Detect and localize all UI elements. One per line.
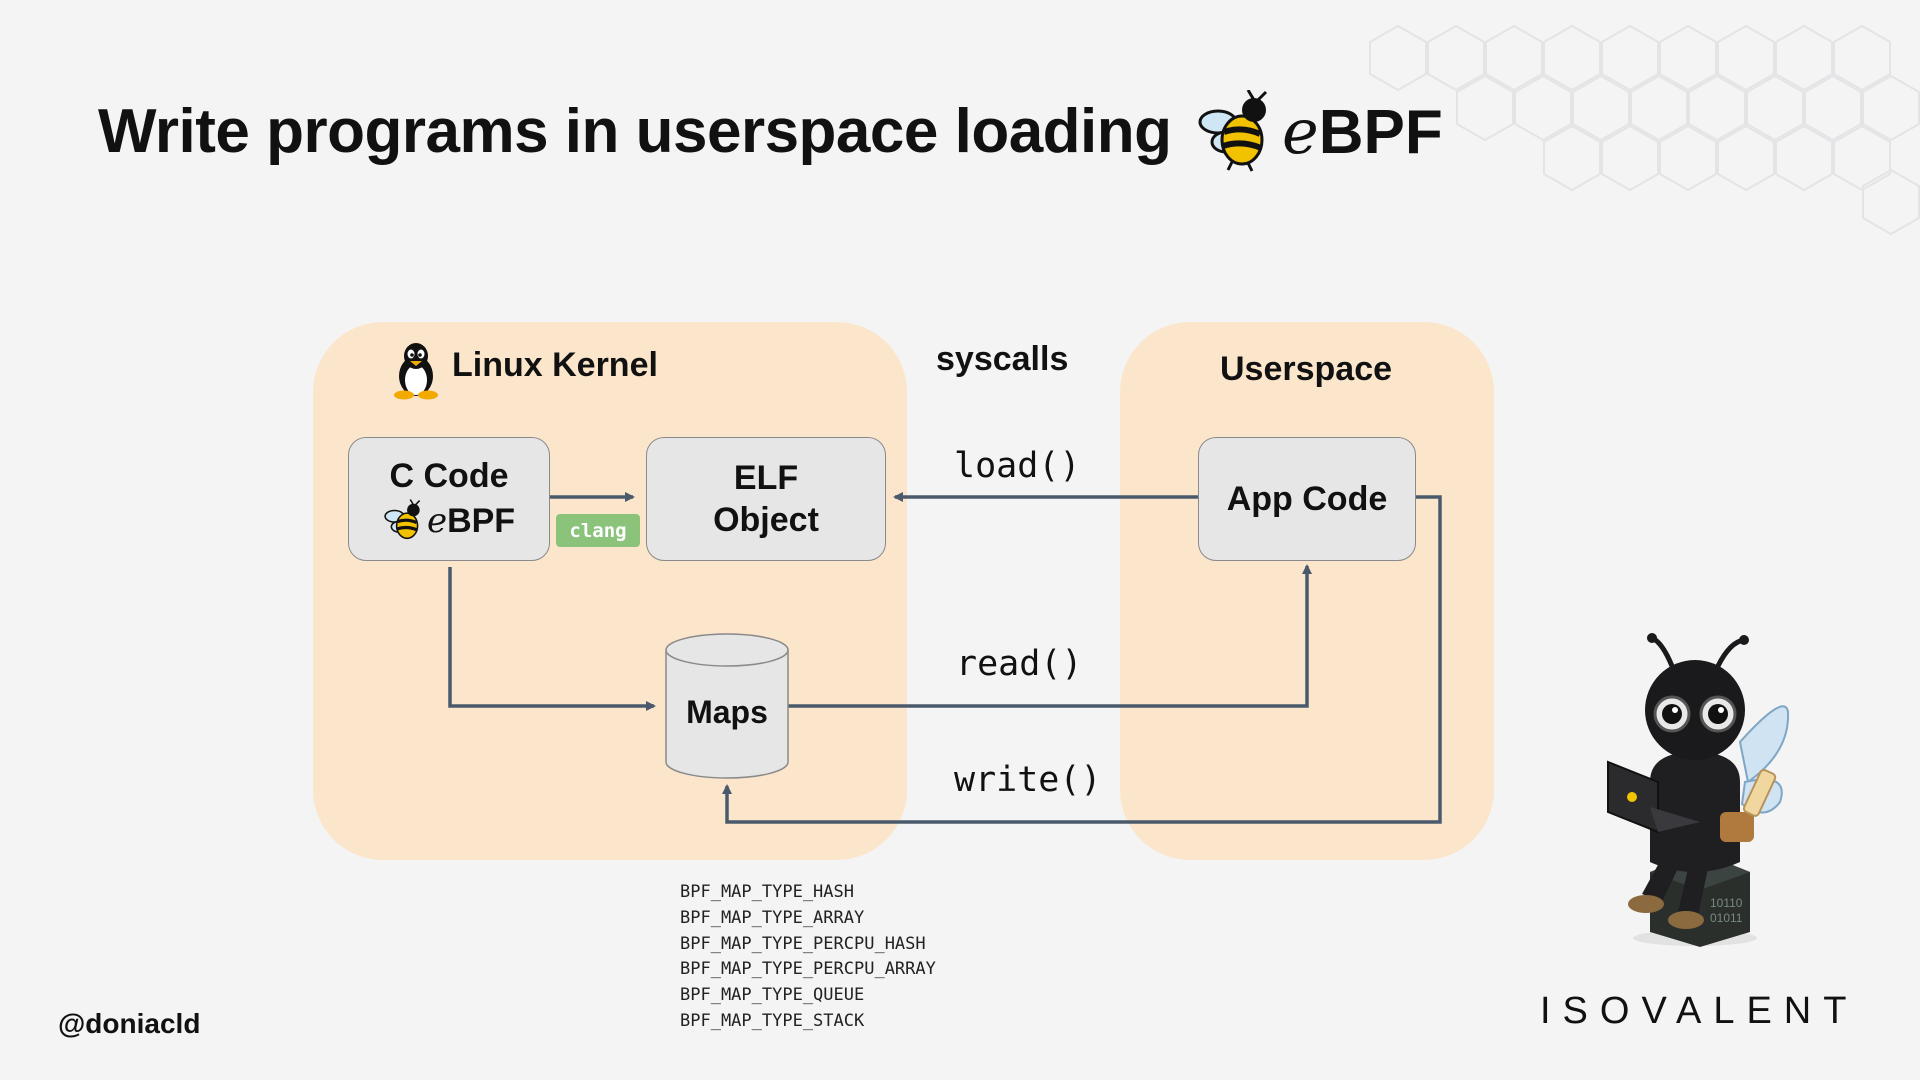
- map-types-list: BPF_MAP_TYPE_HASH BPF_MAP_TYPE_ARRAY BPF…: [680, 880, 936, 1035]
- map-type-item: BPF_MAP_TYPE_ARRAY: [680, 907, 865, 928]
- arrow-read: [788, 564, 1312, 708]
- c-code-box[interactable]: C Code eBPF: [348, 437, 550, 561]
- elf-object-box[interactable]: ELF Object: [646, 437, 886, 561]
- linux-kernel-panel: [313, 322, 907, 860]
- isovalent-logo: ISOVALENT: [1540, 990, 1859, 1032]
- c-code-ebpf-logo: eBPF: [383, 499, 515, 543]
- ebpf-bpf-text: BPF: [1318, 97, 1443, 167]
- tux-penguin-icon: [394, 343, 438, 400]
- svg-text:01011: 01011: [1710, 911, 1743, 925]
- map-type-item: BPF_MAP_TYPE_QUEUE: [680, 985, 865, 1006]
- map-type-item: BPF_MAP_TYPE_PERCPU_ARRAY: [680, 959, 936, 980]
- ebpf-bee-icon: [1198, 90, 1268, 172]
- hexagon-pattern: [1369, 24, 1920, 236]
- mascot-bee-illustration: 10110 01011: [1607, 633, 1790, 947]
- ebpf-bee-icon: [384, 499, 421, 540]
- syscalls-label: syscalls: [936, 340, 1069, 378]
- userspace-label: Userspace: [1220, 350, 1393, 388]
- ebpf-e-letter: e: [426, 501, 448, 541]
- map-type-item: BPF_MAP_TYPE_STACK: [680, 1010, 865, 1031]
- read-call-label: read(): [956, 644, 1083, 684]
- map-type-item: BPF_MAP_TYPE_HASH: [680, 882, 854, 902]
- clang-badge: clang: [556, 514, 640, 547]
- write-call-label: write(): [954, 760, 1102, 800]
- maps-cylinder[interactable]: [664, 632, 790, 780]
- arrow-ccode-to-maps: [448, 567, 656, 711]
- map-type-item: BPF_MAP_TYPE_PERCPU_HASH: [680, 933, 926, 954]
- load-call-label: load(): [954, 446, 1081, 486]
- c-code-label: C Code: [389, 457, 509, 495]
- app-code-box[interactable]: App Code: [1198, 437, 1416, 561]
- elf-label-line1: ELF: [733, 459, 799, 497]
- ebpf-bpf-text: BPF: [447, 502, 516, 540]
- arrow-write: [722, 495, 1442, 824]
- ebpf-e-letter: e: [1282, 94, 1319, 168]
- svg-text:10110: 10110: [1710, 896, 1743, 910]
- maps-label: Maps: [686, 694, 768, 730]
- app-code-label: App Code: [1226, 480, 1388, 518]
- page-title: Write programs in userspace loading: [98, 97, 1172, 166]
- linux-kernel-label: Linux Kernel: [452, 346, 658, 384]
- elf-label-line2: Object: [713, 501, 819, 539]
- author-handle: @doniacld: [58, 1008, 201, 1039]
- ebpf-title-logo: eBPF: [1196, 90, 1443, 172]
